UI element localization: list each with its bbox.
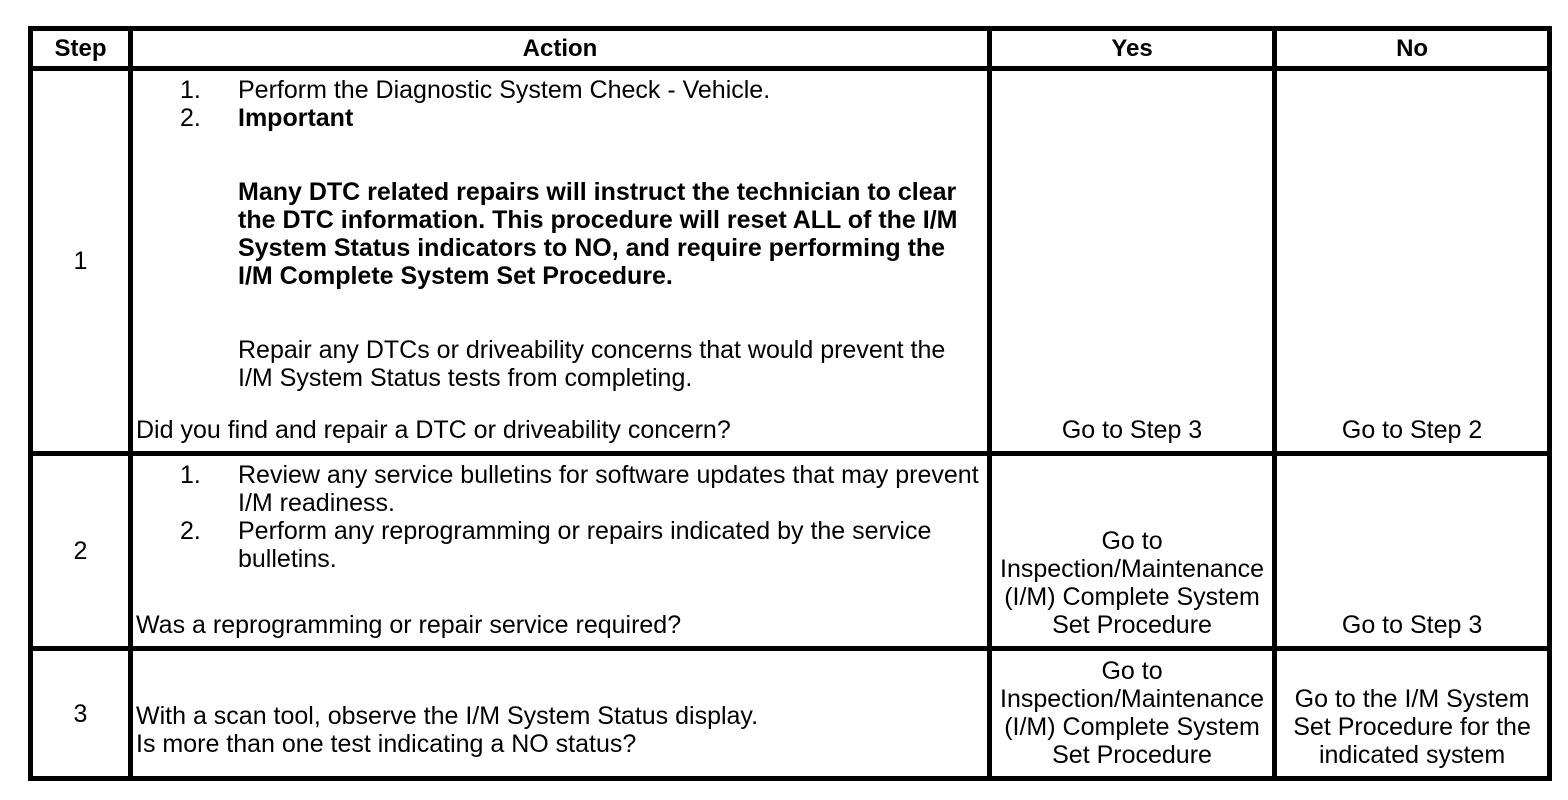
list-number: 1. [180,461,201,489]
yes-cell: Go to Step 3 [986,66,1278,456]
list-item-text: Perform the Diagnostic System Check - Ve… [238,76,771,104]
col-header-yes: Yes [986,26,1278,71]
no-cell: Go to Step 2 [1272,66,1553,456]
step-number: 1 [28,66,133,456]
step-number: 3 [28,646,133,781]
list-item: 2. Perform any reprogramming or repairs i… [180,517,981,573]
list-item: 1. Review any service bulletins for softw… [180,461,981,517]
important-note-paragraph: Many DTC related repairs will instruct t… [238,178,958,290]
list-item-text: Perform any reprogramming or repairs ind… [238,517,932,573]
diagnostic-procedure-table: Step Action Yes No 1 1. Perform the Diagn… [28,26,1553,781]
yes-cell: Go to Inspection/Maintenance (I/M) Compl… [986,451,1278,651]
list-item: 1. Perform the Diagnostic System Check - … [180,76,981,104]
col-header-step: Step [28,26,133,71]
no-cell: Go to Step 3 [1272,451,1553,651]
numbered-list: 1. Perform the Diagnostic System Check - … [136,76,981,132]
numbered-list: 1. Review any service bulletins for softw… [136,461,981,573]
action-cell: 1. Review any service bulletins for softw… [128,451,992,651]
list-number: 2. [180,104,201,132]
observation-paragraph: With a scan tool, observe the I/M System… [136,702,759,730]
list-number: 1. [180,76,201,104]
action-cell: 1. Perform the Diagnostic System Check - … [128,66,992,456]
step-number: 2 [28,451,133,651]
header-row: Step Action Yes No [28,26,1553,71]
question-text: Is more than one test indicating a NO st… [136,730,637,758]
list-item-text: Review any service bulletins for softwar… [238,461,979,517]
list-number: 2. [180,517,201,545]
question-text: Did you find and repair a DTC or driveab… [136,416,731,444]
table-row-step-1: 1 1. Perform the Diagnostic System Check … [28,66,1553,456]
col-header-no: No [1272,26,1553,71]
question-text: Was a reprogramming or repair service re… [136,611,682,639]
yes-cell: Go to Inspection/Maintenance (I/M) Compl… [986,646,1278,781]
table-row-step-2: 2 1. Review any service bulletins for sof… [28,451,1553,651]
col-header-action: Action [128,26,992,71]
no-cell: Go to the I/M System Set Procedure for t… [1272,646,1553,781]
instruction-paragraph: Repair any DTCs or driveability concerns… [238,336,946,392]
list-item-text: Important [238,104,354,132]
action-cell: With a scan tool, observe the I/M System… [128,646,992,781]
table-row-step-3: 3 With a scan tool, observe the I/M Syst… [28,646,1553,781]
list-item: 2. Important [180,104,981,132]
